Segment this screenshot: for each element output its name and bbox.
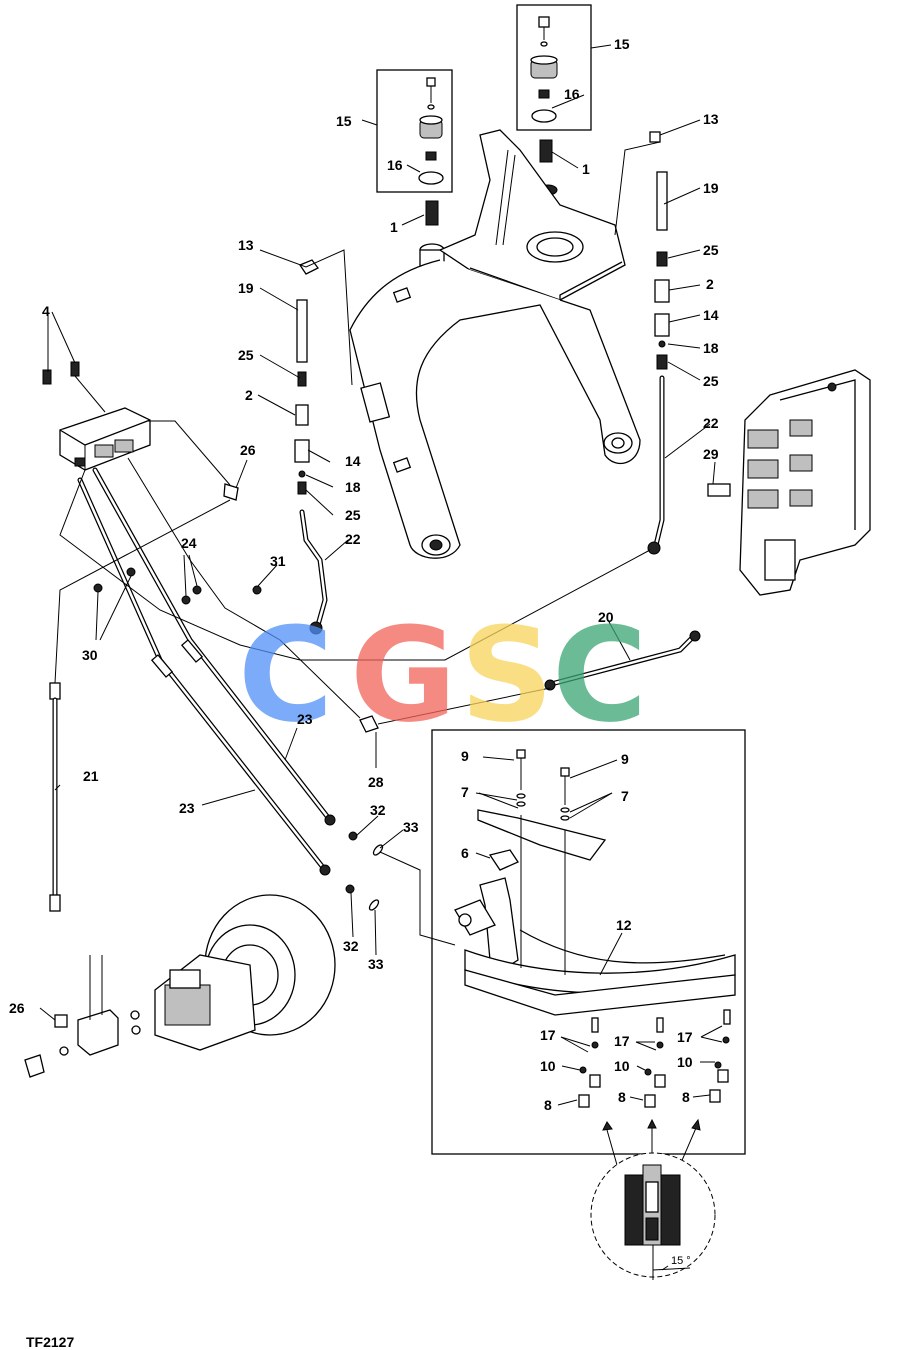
callout-label: 14 xyxy=(703,307,719,323)
callout-label: 23 xyxy=(179,800,195,816)
callout-label: 19 xyxy=(703,180,719,196)
swing-motor xyxy=(24,894,336,1078)
callout-label: 14 xyxy=(345,453,361,469)
callout-label: 16 xyxy=(564,86,580,102)
callout-label: 21 xyxy=(83,768,99,784)
control-valve xyxy=(707,369,871,596)
callout-label: 18 xyxy=(345,479,361,495)
swing-frame xyxy=(349,129,641,559)
hose-21 xyxy=(49,682,61,912)
section-view xyxy=(590,1118,716,1280)
callout-label: 23 xyxy=(297,711,313,727)
watermark-cgsc: C G S C xyxy=(238,599,647,751)
callout-label: 33 xyxy=(403,819,419,835)
callout-label: 26 xyxy=(240,442,256,458)
callout-label: 9 xyxy=(461,748,469,764)
callout-label: 32 xyxy=(370,802,386,818)
callout-label: 8 xyxy=(544,1097,552,1113)
angle-label: 15 ° xyxy=(671,1255,691,1267)
inset-box-right xyxy=(516,4,592,131)
callout-label: 1 xyxy=(582,161,590,177)
watermark-letter-c1: C xyxy=(238,599,333,751)
watermark-letter-c2: C xyxy=(552,599,647,751)
callout-label: 22 xyxy=(345,531,361,547)
hose-20 xyxy=(544,630,701,691)
callout-label: 12 xyxy=(616,917,632,933)
callout-label: 10 xyxy=(540,1058,556,1074)
callout-label: 9 xyxy=(621,751,629,767)
callout-label: 13 xyxy=(238,237,254,253)
callout-label: 2 xyxy=(706,276,714,292)
grease-fitting-left xyxy=(419,200,445,267)
small-fittings xyxy=(93,567,384,911)
callout-label: 13 xyxy=(703,111,719,127)
callout-label: 26 xyxy=(9,1000,25,1016)
callout-label: 15 xyxy=(614,36,630,52)
valve-block xyxy=(42,361,239,501)
callout-label: 29 xyxy=(703,446,719,462)
callout-label: 15 xyxy=(336,113,352,129)
detail-box-track xyxy=(431,729,746,1155)
callout-label: 6 xyxy=(461,845,469,861)
callout-label: 19 xyxy=(238,280,254,296)
figure-id: TF2127 xyxy=(26,1334,74,1350)
callout-label: 25 xyxy=(703,242,719,258)
callout-label: 31 xyxy=(270,553,286,569)
callout-label: 28 xyxy=(368,774,384,790)
callout-label: 7 xyxy=(461,784,469,800)
hose-chain-right xyxy=(647,131,670,555)
callout-label: 22 xyxy=(703,415,719,431)
inset-box-left xyxy=(376,69,453,193)
callout-label: 1 xyxy=(390,219,398,235)
watermark-letter-g: G xyxy=(350,599,457,751)
callout-label: 32 xyxy=(343,938,359,954)
callout-label: 24 xyxy=(181,535,197,551)
callout-label: 33 xyxy=(368,956,384,972)
callout-label: 2 xyxy=(245,387,253,403)
callout-label: 7 xyxy=(621,788,629,804)
callout-label: 25 xyxy=(238,347,254,363)
callout-label: 30 xyxy=(82,647,98,663)
hoses-23 xyxy=(77,467,336,876)
callout-labels: 15 16 1 15 16 1 13 19 25 2 14 18 25 22 2… xyxy=(9,36,719,1267)
callout-label: 25 xyxy=(703,373,719,389)
callout-label: 8 xyxy=(682,1089,690,1105)
callout-label: 8 xyxy=(618,1089,626,1105)
callout-label: 4 xyxy=(42,303,50,319)
callout-label: 20 xyxy=(598,609,614,625)
callout-label: 17 xyxy=(677,1029,693,1045)
callout-label: 18 xyxy=(703,340,719,356)
callout-label: 10 xyxy=(677,1054,693,1070)
callout-label: 25 xyxy=(345,507,361,523)
watermark-letter-s: S xyxy=(460,599,554,751)
callout-label: 17 xyxy=(614,1033,630,1049)
callout-label: 16 xyxy=(387,157,403,173)
leader-lines xyxy=(39,44,716,1021)
callout-label: 10 xyxy=(614,1058,630,1074)
callout-label: 17 xyxy=(540,1027,556,1043)
hose-chain-left xyxy=(294,259,328,635)
